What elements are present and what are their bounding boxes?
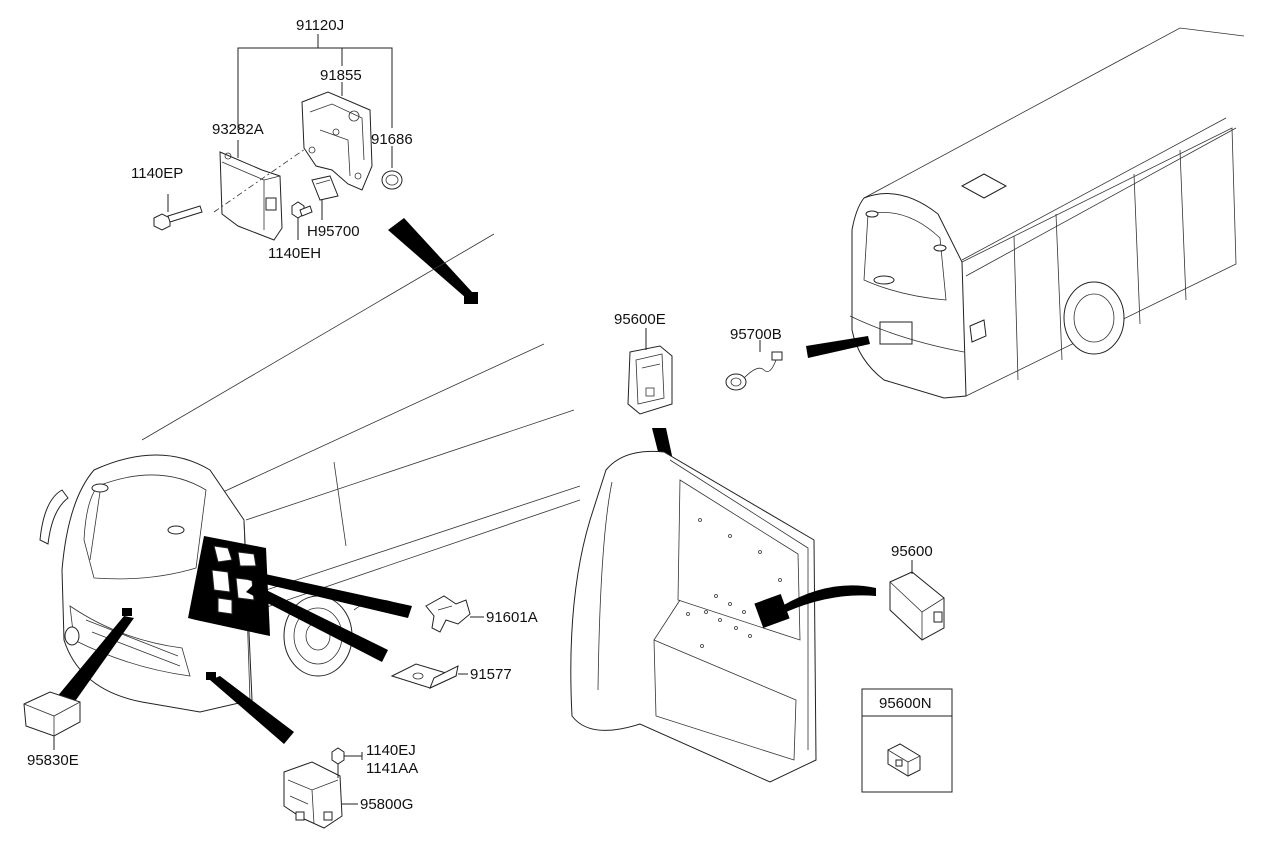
label-1141aa: 1141AA (366, 760, 418, 777)
pointer-wedge-top (388, 218, 472, 298)
pointer-wedge-95830e (56, 616, 134, 700)
unit-h95700[interactable] (311, 175, 339, 201)
label-1140ep: 1140EP (131, 165, 183, 182)
bracket-91855[interactable] (301, 91, 373, 191)
label-1140eh: 1140EH (268, 245, 321, 262)
pointer-wedge-95600 (782, 585, 876, 612)
label-95600n: 95600N (879, 695, 932, 712)
bus-front-view (39, 233, 581, 713)
label-95800g: 95800G (360, 796, 413, 813)
pointer-wedge-95800g (210, 676, 294, 744)
bolt-1140ep[interactable] (153, 194, 203, 231)
module-95830e[interactable]: 95830E (23, 691, 81, 769)
label-95600: 95600 (891, 543, 933, 560)
clip-91601a[interactable]: 91601A (425, 595, 538, 633)
label-95700b: 95700B (730, 326, 782, 343)
label-91686: 91686 (371, 131, 413, 148)
module-95600[interactable]: 95600 (889, 543, 945, 641)
label-91855: 91855 (320, 67, 362, 84)
pointer-wedge-91601a (248, 572, 412, 618)
pointer-wedge-95700b (806, 336, 870, 358)
control-unit-assembly: 91120J 91855 93282A 91686 1140EP H95700 … (131, 17, 413, 262)
label-1140ej: 1140EJ (366, 742, 416, 759)
label-95600e: 95600E (614, 311, 666, 328)
label-h95700: H95700 (307, 223, 360, 240)
unit-95800g[interactable]: 95800G (283, 761, 413, 829)
bolt-1140ej[interactable]: 1140EJ 1141AA (331, 742, 418, 778)
label-93282a: 93282A (212, 121, 264, 138)
label-91120j: 91120J (296, 17, 344, 34)
label-91601a: 91601A (486, 609, 538, 626)
box-95600n[interactable]: 95600N (861, 688, 953, 793)
bolt-1140eh[interactable] (291, 201, 313, 240)
label-95830e: 95830E (27, 752, 79, 769)
bus-rear-view (849, 27, 1245, 399)
module-95600e[interactable]: 95600E (614, 311, 673, 415)
bracket-91577[interactable]: 91577 (390, 663, 512, 689)
mount-location-marker (464, 292, 478, 304)
module-93282a[interactable] (219, 151, 283, 241)
pointer-wedge-91577 (246, 584, 388, 662)
sensor-95700b[interactable]: 95700B (725, 326, 783, 391)
interior-panel (570, 450, 817, 783)
label-91577: 91577 (470, 666, 512, 683)
grommet-91686[interactable] (381, 170, 403, 190)
